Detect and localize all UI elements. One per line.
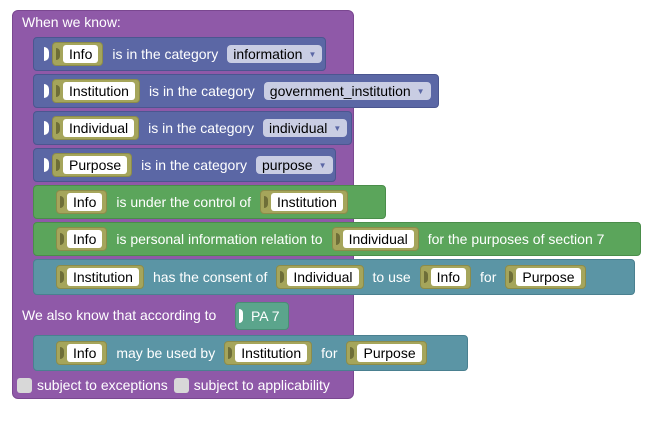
checkbox-applicability[interactable]	[173, 377, 189, 393]
rule-reference[interactable]: PA 7	[235, 302, 289, 330]
connector-notch	[44, 47, 49, 61]
rule-reference-value: PA 7	[251, 308, 280, 324]
fact-block-consent[interactable]: Institution has the consent of Individua…	[33, 259, 635, 295]
condition-text: is in the category	[112, 46, 219, 62]
category-dropdown-value: purpose	[262, 157, 313, 173]
variable-notch	[60, 271, 64, 283]
variable-notch	[56, 85, 60, 97]
fact-text: for	[480, 269, 497, 285]
condition-text: is in the category	[141, 157, 247, 173]
rule-reference-notch	[239, 309, 243, 323]
variable-individual[interactable]: Individual	[331, 227, 419, 251]
variable-purpose[interactable]: Purpose	[346, 341, 427, 365]
conclusion-text: for	[321, 345, 338, 361]
variable-notch	[56, 159, 60, 171]
variable-field[interactable]: Purpose	[63, 156, 128, 174]
variable-individual[interactable]: Individual	[52, 116, 140, 140]
variable-institution[interactable]: Institution	[224, 341, 313, 365]
condition-block-individual[interactable]: Individual is in the category individual…	[33, 111, 352, 145]
fact-text: to use	[372, 269, 411, 285]
condition-text: is in the category	[148, 83, 255, 99]
variable-field[interactable]: Info	[67, 230, 103, 248]
dropdown-arrow-icon: ▼	[318, 160, 327, 170]
variable-notch	[56, 122, 60, 134]
variable-notch	[335, 233, 340, 245]
fact-suffix-text: for the purposes of section 7	[427, 231, 605, 247]
variable-purpose[interactable]: Purpose	[52, 153, 133, 177]
variable-field[interactable]: Purpose	[516, 268, 581, 286]
variable-institution[interactable]: Institution	[52, 79, 140, 103]
variable-notch	[423, 271, 428, 283]
fact-text: has the consent of	[152, 269, 268, 285]
connector-notch	[44, 158, 49, 172]
variable-institution[interactable]: Institution	[260, 190, 348, 214]
variable-notch	[60, 347, 64, 359]
variable-field[interactable]: Individual	[63, 119, 135, 137]
variable-notch	[56, 48, 60, 60]
variable-info[interactable]: Info	[52, 42, 104, 66]
variable-institution[interactable]: Institution	[56, 265, 144, 289]
fact-block-control[interactable]: Info is under the control of Institution	[33, 185, 386, 219]
variable-field[interactable]: Institution	[235, 344, 308, 362]
condition-block-institution[interactable]: Institution is in the category governmen…	[33, 74, 439, 108]
fact-text: is under the control of	[116, 194, 251, 210]
checkbox-exceptions-label: subject to exceptions	[37, 377, 168, 393]
variable-field[interactable]: Individual	[342, 230, 414, 248]
category-dropdown[interactable]: purpose ▼	[256, 156, 333, 174]
category-dropdown[interactable]: government_institution ▼	[263, 82, 431, 100]
variable-info[interactable]: Info	[56, 190, 108, 214]
variable-field[interactable]: Institution	[271, 193, 343, 211]
category-dropdown-value: individual	[269, 120, 328, 136]
variable-notch	[60, 233, 64, 245]
condition-text: is in the category	[148, 120, 254, 136]
variable-notch	[509, 271, 514, 283]
variable-notch	[264, 196, 268, 208]
variable-field[interactable]: Info	[430, 268, 467, 286]
dropdown-arrow-icon: ▼	[308, 49, 317, 59]
variable-notch	[280, 271, 285, 283]
variable-field[interactable]: Institution	[67, 268, 139, 286]
variable-individual[interactable]: Individual	[276, 265, 364, 289]
category-dropdown[interactable]: information ▼	[227, 45, 323, 63]
condition-block-info[interactable]: Info is in the category information ▼	[33, 37, 326, 71]
options-row: subject to exceptions subject to applica…	[17, 377, 330, 393]
condition-block-purpose[interactable]: Purpose is in the category purpose ▼	[33, 148, 336, 182]
connector-notch	[44, 84, 49, 98]
category-dropdown[interactable]: individual ▼	[263, 119, 348, 137]
checkbox-applicability-label: subject to applicability	[193, 377, 330, 393]
rule-title: When we know:	[22, 14, 121, 30]
conclusion-block[interactable]: Info may be used by Institution for Purp…	[33, 335, 468, 371]
dropdown-arrow-icon: ▼	[333, 123, 342, 133]
variable-field[interactable]: Info	[67, 193, 103, 211]
category-dropdown-value: government_institution	[269, 83, 411, 99]
fact-block-personal-info[interactable]: Info is personal information relation to…	[33, 222, 641, 256]
connector-notch	[44, 121, 49, 135]
variable-field[interactable]: Purpose	[357, 344, 422, 362]
variable-field[interactable]: Info	[67, 344, 103, 362]
variable-field[interactable]: Individual	[287, 268, 359, 286]
variable-info[interactable]: Info	[56, 341, 108, 365]
variable-info[interactable]: Info	[419, 265, 472, 289]
dropdown-arrow-icon: ▼	[416, 86, 425, 96]
variable-notch	[228, 347, 233, 359]
fact-text: is personal information relation to	[116, 231, 323, 247]
also-know-label: We also know that according to	[22, 307, 217, 323]
category-dropdown-value: information	[233, 46, 303, 62]
variable-purpose[interactable]: Purpose	[505, 265, 586, 289]
variable-field[interactable]: Info	[63, 45, 99, 63]
variable-notch	[60, 196, 64, 208]
variable-notch	[350, 347, 355, 359]
conclusion-text: may be used by	[116, 345, 216, 361]
variable-field[interactable]: Institution	[63, 82, 135, 100]
checkbox-exceptions[interactable]	[17, 377, 32, 393]
variable-info[interactable]: Info	[56, 227, 108, 251]
